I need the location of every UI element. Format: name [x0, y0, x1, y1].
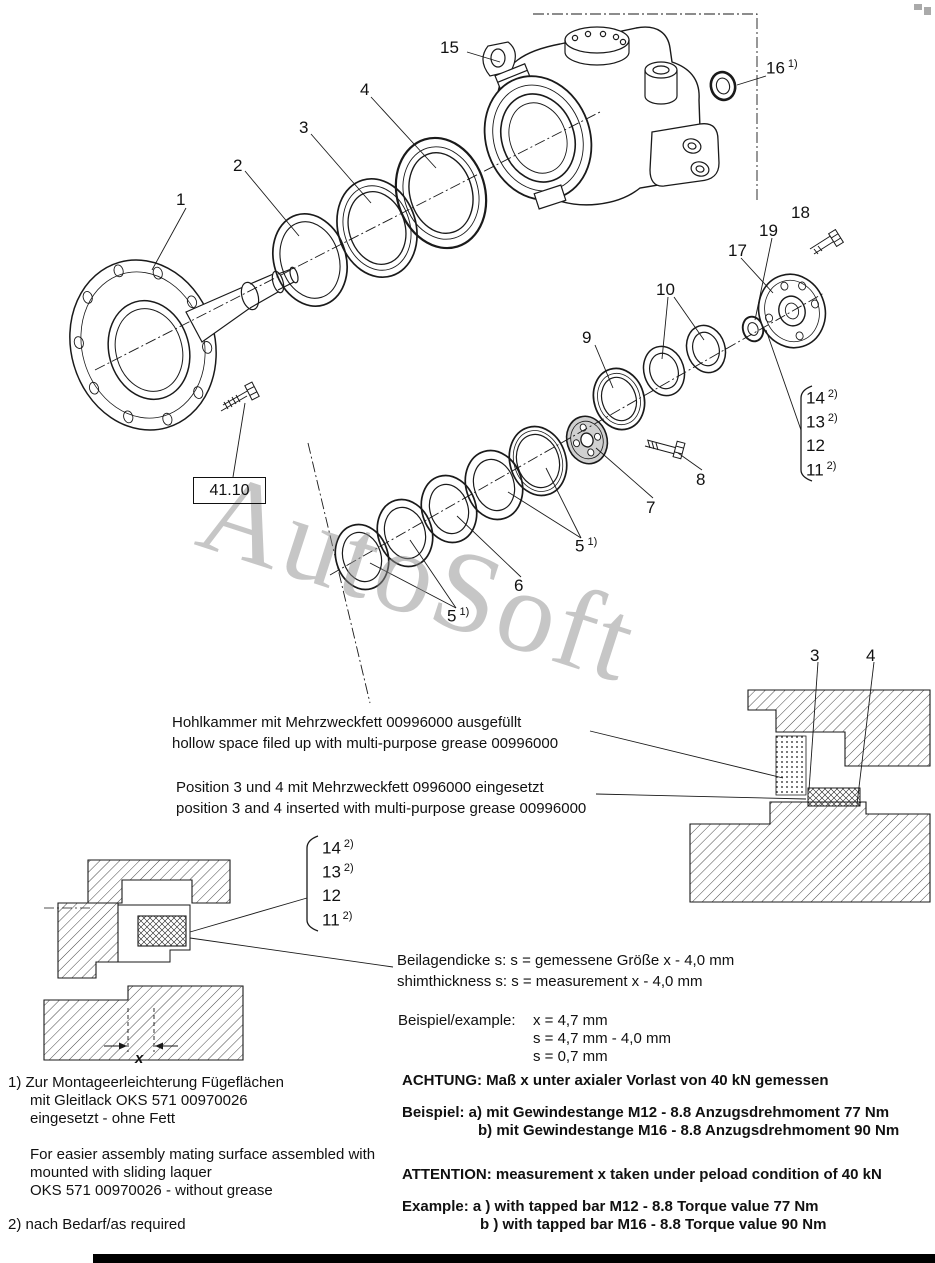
- footnote-1-line-6: OKS 571 00970026 - without grease: [30, 1182, 273, 1199]
- callout-7: 7: [646, 498, 656, 517]
- part-3-seal-ring: [336, 177, 418, 279]
- detail-shim-section: [43, 859, 244, 1061]
- annotation-shim-en: shimthickness s: s = measurement x - 4,0…: [397, 973, 703, 990]
- callout-15: 15: [440, 38, 459, 57]
- callout-18: 18: [791, 203, 810, 222]
- annotation-hollow-de: Hohlkammer mit Mehrzweckfett 00996000 au…: [172, 714, 522, 731]
- bracket-right-group: [800, 385, 813, 482]
- part-4-seal-ring: [394, 136, 488, 250]
- annotation-insert: Position 3 und 4 mit Mehrzweckfett 09960…: [176, 777, 586, 819]
- example-x: x = 4,7 mm: [533, 1012, 608, 1029]
- dimension-x-label: x: [135, 1050, 144, 1067]
- footnote-1-line-1: 1) Zur Montageerleichterung Fügeflächen: [8, 1074, 284, 1091]
- example-label: Beispiel/example:: [398, 1012, 516, 1029]
- leader-lines: [151, 51, 875, 968]
- warning-achtung: ACHTUNG: Maß x unter axialer Vorlast von…: [402, 1072, 829, 1089]
- part-18-bolt: [809, 228, 845, 255]
- callout-19: 19: [759, 221, 778, 240]
- part-15-housing: [482, 26, 720, 210]
- flange-bolt: [220, 381, 260, 412]
- example-s2: s = 0,7 mm: [533, 1048, 608, 1065]
- callout-detail-4: 4: [866, 646, 876, 665]
- part-2-oring: [272, 212, 348, 308]
- corner-mark: [914, 4, 931, 15]
- callout-4: 4: [360, 80, 370, 99]
- callout-6: 6: [514, 576, 524, 595]
- warning-beispiel-a: Beispiel: a) mit Gewindestange M12 - 8.8…: [402, 1104, 890, 1121]
- annotation-hollow-space: Hohlkammer mit Mehrzweckfett 00996000 au…: [172, 712, 558, 754]
- warning-example-a: Example: a ) with tapped bar M12 - 8.8 T…: [402, 1198, 819, 1215]
- part-10-rings: [642, 324, 727, 397]
- bottom-bar: [93, 1254, 935, 1263]
- part-8-bolt: [644, 439, 686, 460]
- dimension-x: [104, 1008, 178, 1052]
- footnote-1-line-2: mit Gleitlack OKS 571 00970026: [30, 1092, 248, 1109]
- footnote-1-line-3: eingesetzt - ohne Fett: [30, 1110, 176, 1127]
- callout-detail-3: 3: [810, 646, 820, 665]
- warning-beispiel-b: b) mit Gewindestange M16 - 8.8 Anzugsdre…: [478, 1122, 900, 1139]
- annotation-shim-de: Beilagendicke s: s = gemessene Größe x -…: [397, 952, 735, 969]
- bracket-left-group: [306, 835, 319, 932]
- axis-lines: [94, 13, 825, 704]
- callout-1: 1: [176, 190, 186, 209]
- callout-3: 3: [299, 118, 309, 137]
- callout-2: 2: [233, 156, 243, 175]
- part-5-rings-upper: [464, 425, 568, 521]
- callout-8: 8: [696, 470, 706, 489]
- part-6-ring: [420, 474, 478, 544]
- footnote-2: 2) nach Bedarf/as required: [8, 1216, 186, 1233]
- callout-9: 9: [582, 328, 592, 347]
- part-9-ring: [592, 367, 646, 431]
- detail-seal-section: [689, 689, 931, 903]
- warning-example-b: b ) with tapped bar M16 - 8.8 Torque val…: [480, 1216, 827, 1233]
- footnote-1-line-5: mounted with sliding laquer: [30, 1164, 212, 1181]
- annotation-insert-en: position 3 and 4 inserted with multi-pur…: [176, 800, 587, 817]
- footnote-1-line-4: For easier assembly mating surface assem…: [30, 1146, 376, 1163]
- annotation-insert-de: Position 3 und 4 mit Mehrzweckfett 09960…: [176, 779, 544, 796]
- example-s1: s = 4,7 mm - 4,0 mm: [533, 1030, 671, 1047]
- part-7-thrust-cage: [565, 415, 609, 465]
- annotation-shim: Beilagendicke s: s = gemessene Größe x -…: [397, 950, 734, 992]
- part-16-ring: [709, 70, 737, 102]
- shim-item-12: 12: [806, 436, 825, 455]
- part-5-rings-lower: [334, 498, 434, 591]
- warning-attention: ATTENTION: measurement x taken under pel…: [402, 1166, 882, 1183]
- callout-10: 10: [656, 280, 675, 299]
- part-1-flange-shaft: [69, 259, 299, 431]
- annotation-hollow-en: hollow space filed up with multi-purpose…: [172, 735, 559, 752]
- shim-item-12: 12: [322, 886, 341, 905]
- section-ref-box: 41.10: [193, 477, 266, 504]
- callout-17: 17: [728, 241, 747, 260]
